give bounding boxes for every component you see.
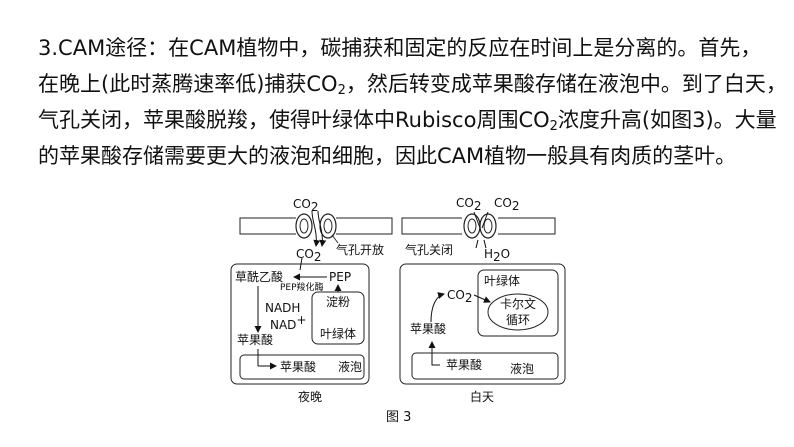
- night-cell: [230, 263, 370, 385]
- paragraph-line-3: 气孔关闭，苹果酸脱羧，使得叶绿体中Rubisco周围CO2浓度升高(如图3)。大…: [38, 102, 778, 138]
- night-enzyme: PEP羧化酶: [280, 281, 324, 293]
- day-co2-right: CO2: [494, 196, 519, 213]
- line3-pre: 气孔关闭，苹果酸脱羧，使得叶绿体中Rubisco周围CO: [38, 108, 550, 132]
- night-co2-bottom: CO2: [296, 247, 321, 264]
- day-h2o: H2O: [484, 247, 510, 264]
- night-oaa: 草酰乙酸: [235, 269, 283, 284]
- day-calvin-line1: 卡尔文: [500, 296, 536, 311]
- line3-post: 浓度升高(如图3)。大量: [557, 108, 777, 132]
- day-chloroplast-label: 叶绿体: [484, 273, 520, 288]
- day-co2-left: CO2: [456, 196, 481, 213]
- night-co2-top: CO2: [293, 197, 318, 214]
- day-calvin-line2: 循环: [506, 313, 530, 327]
- line2-sub: 2: [337, 83, 346, 98]
- paragraph: 3.CAM途径：在CAM植物中，碳捕获和固定的反应在时间上是分离的。首先， 在晚…: [38, 30, 787, 174]
- day-chloroplast: [477, 269, 559, 337]
- paragraph-line-1: 3.CAM途径：在CAM植物中，碳捕获和固定的反应在时间上是分离的。首先，: [38, 36, 762, 60]
- line3-sub: 2: [549, 119, 558, 134]
- line2-pre: 在晚上(此时蒸腾速率低)捕获CO: [38, 72, 338, 96]
- day-cell: [399, 263, 566, 385]
- day-co2-inner: CO2: [447, 288, 472, 305]
- paragraph-line-4: 的苹果酸存储需要更大的液泡和细胞，因此CAM植物一般具有肉质的茎叶。: [38, 144, 737, 168]
- day-malate: 苹果酸: [410, 321, 446, 336]
- line2-post: ，然后转变成苹果酸存储在液泡中。到了白天，: [345, 72, 787, 96]
- night-nadh: NADH: [265, 301, 300, 315]
- day-vacuole-malate: 苹果酸: [446, 357, 482, 372]
- night-stomata-label: 气孔开放: [336, 242, 384, 257]
- night-vacuole: [239, 354, 365, 380]
- night-label: 夜晚: [298, 389, 322, 404]
- night-pep: PEP: [329, 270, 351, 284]
- day-vacuole-label: 液泡: [510, 361, 534, 376]
- calvin-cycle-oval: [487, 293, 549, 331]
- night-vacuole-label: 液泡: [338, 359, 362, 374]
- night-nad: NAD+: [270, 313, 307, 332]
- day-panel: CO2 CO2 气孔关闭 H2O 叶绿体 卡尔文 循环 CO2 苹果酸 苹果酸 …: [399, 196, 566, 404]
- night-panel: CO2 CO2 气孔开放 草酰乙酸 PEP PEP羧化酶 淀粉 叶绿体 NADH…: [230, 197, 393, 404]
- night-malate: 苹果酸: [237, 332, 273, 347]
- day-stomata-label: 气孔关闭: [405, 242, 453, 257]
- night-chloroplast-label: 叶绿体: [320, 326, 356, 341]
- figure-caption: 图 3: [386, 410, 411, 425]
- day-stomata-closed-icon: [462, 212, 498, 240]
- night-starch: 淀粉: [326, 295, 350, 309]
- day-vacuole: [411, 352, 559, 380]
- paragraph-line-2: 在晚上(此时蒸腾速率低)捕获CO2，然后转变成苹果酸存储在液泡中。到了白天，: [38, 66, 787, 102]
- night-vacuole-malate: 苹果酸: [280, 359, 316, 374]
- day-label: 白天: [470, 389, 494, 404]
